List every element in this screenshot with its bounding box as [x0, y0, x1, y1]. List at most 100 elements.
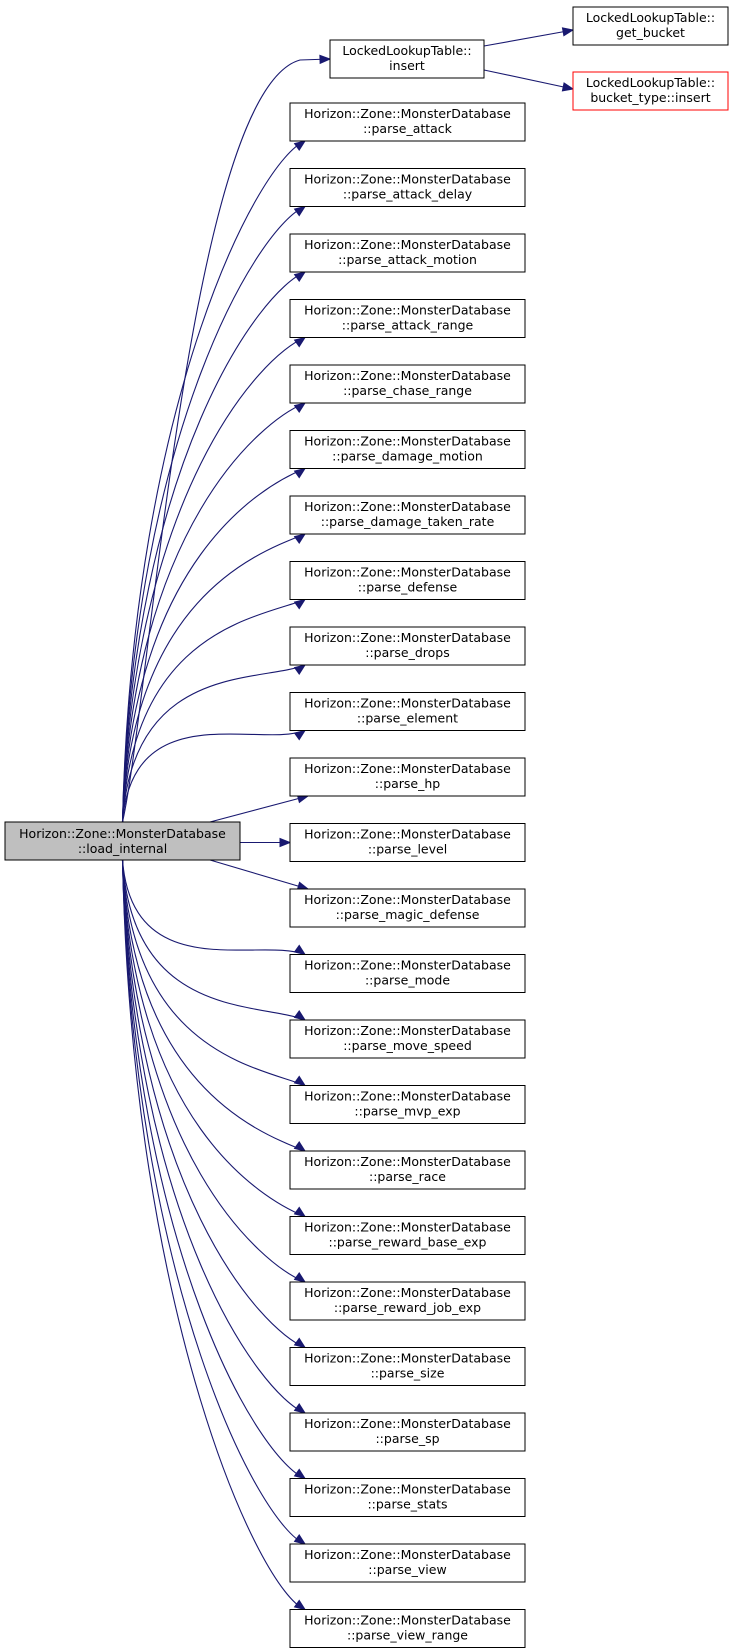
node-get-bucket-line1: LockedLookupTable:: — [586, 10, 715, 25]
node-parse-drops-line1: Horizon::Zone::MonsterDatabase — [304, 630, 511, 645]
node-parse-reward-job-exp-line2: ::parse_reward_job_exp — [334, 1300, 481, 1315]
node-parse-attack-line2: ::parse_attack — [363, 121, 453, 136]
edge-root-to-parse-magic-defense — [209, 859, 310, 891]
node-parse-attack-range-line1: Horizon::Zone::MonsterDatabase — [304, 303, 511, 318]
node-parse-reward-base-exp-line1: Horizon::Zone::MonsterDatabase — [304, 1220, 511, 1235]
edge-root-to-parse-attack-delay — [121, 205, 307, 823]
node-parse-attack-delay[interactable]: Horizon::Zone::MonsterDatabase::parse_at… — [289, 168, 526, 207]
node-parse-magic-defense[interactable]: Horizon::Zone::MonsterDatabase::parse_ma… — [289, 888, 526, 928]
edge-root-to-parse-stats — [121, 859, 307, 1480]
node-parse-attack-line1: Horizon::Zone::MonsterDatabase — [304, 106, 511, 121]
edge-root-to-insert — [121, 54, 332, 823]
edge-root-to-parse-damage-motion — [121, 467, 307, 823]
node-parse-mvp-exp-line2: ::parse_mvp_exp — [354, 1104, 460, 1119]
node-parse-attack-motion-line1: Horizon::Zone::MonsterDatabase — [304, 237, 511, 252]
node-parse-defense[interactable]: Horizon::Zone::MonsterDatabase::parse_de… — [289, 561, 526, 600]
node-parse-element[interactable]: Horizon::Zone::MonsterDatabase::parse_el… — [289, 692, 526, 731]
node-parse-reward-job-exp[interactable]: Horizon::Zone::MonsterDatabase::parse_re… — [289, 1281, 526, 1321]
edge-root-to-parse-chase-range — [121, 402, 307, 823]
edge-root-to-parse-attack-range — [121, 336, 307, 823]
node-parse-mode[interactable]: Horizon::Zone::MonsterDatabase::parse_mo… — [289, 954, 526, 993]
node-parse-size[interactable]: Horizon::Zone::MonsterDatabase::parse_si… — [289, 1347, 526, 1386]
node-parse-damage-taken-rate-line2: ::parse_damage_taken_rate — [321, 514, 495, 529]
edge-root-to-parse-attack — [121, 140, 307, 823]
node-parse-level[interactable]: Horizon::Zone::MonsterDatabase::parse_le… — [289, 823, 526, 862]
edge-root-to-parse-reward-job-exp — [121, 859, 307, 1283]
edge-root-to-parse-drops — [121, 664, 307, 823]
node-parse-magic-defense-line1: Horizon::Zone::MonsterDatabase — [304, 892, 511, 907]
node-parse-size-line2: ::parse_size — [371, 1366, 445, 1381]
node-parse-damage-motion-line1: Horizon::Zone::MonsterDatabase — [304, 434, 511, 449]
node-parse-attack[interactable]: Horizon::Zone::MonsterDatabase::parse_at… — [289, 102, 526, 142]
node-parse-stats-line2: ::parse_stats — [367, 1497, 447, 1512]
node-parse-chase-range[interactable]: Horizon::Zone::MonsterDatabase::parse_ch… — [289, 364, 526, 404]
node-parse-element-line2: ::parse_element — [357, 711, 458, 726]
node-parse-move-speed[interactable]: Horizon::Zone::MonsterDatabase::parse_mo… — [289, 1019, 526, 1059]
node-parse-reward-base-exp-line2: ::parse_reward_base_exp — [328, 1235, 486, 1250]
node-parse-view-line1: Horizon::Zone::MonsterDatabase — [304, 1547, 511, 1562]
edge-root-to-parse-hp — [209, 794, 310, 823]
edge-root-to-parse-attack-motion — [121, 271, 307, 823]
node-bucket-type-insert[interactable]: LockedLookupTable::bucket_type::insert — [572, 71, 729, 111]
node-parse-sp-line2: ::parse_sp — [375, 1431, 439, 1446]
node-parse-stats[interactable]: Horizon::Zone::MonsterDatabase::parse_st… — [289, 1478, 526, 1517]
node-parse-chase-range-line1: Horizon::Zone::MonsterDatabase — [304, 368, 511, 383]
edge-root-to-parse-element — [121, 729, 307, 823]
edge-root-to-parse-reward-base-exp — [121, 859, 307, 1218]
node-parse-attack-delay-line1: Horizon::Zone::MonsterDatabase — [304, 172, 511, 187]
node-parse-attack-range-line2: ::parse_attack_range — [342, 318, 474, 333]
node-parse-element-line1: Horizon::Zone::MonsterDatabase — [304, 696, 511, 711]
node-parse-magic-defense-line2: ::parse_magic_defense — [336, 907, 480, 922]
node-parse-view-line2: ::parse_view — [368, 1562, 446, 1577]
node-parse-attack-range[interactable]: Horizon::Zone::MonsterDatabase::parse_at… — [289, 299, 526, 338]
node-parse-reward-job-exp-line1: Horizon::Zone::MonsterDatabase — [304, 1285, 511, 1300]
node-parse-view-range-line2: ::parse_view_range — [347, 1628, 468, 1643]
edge-root-to-parse-damage-taken-rate — [121, 533, 307, 823]
node-parse-damage-motion-line2: ::parse_damage_motion — [332, 449, 483, 464]
root-node-line2: ::load_internal — [78, 841, 167, 856]
node-locked-lookup-table-insert[interactable]: LockedLookupTable:: insert — [329, 39, 485, 79]
node-parse-view-range-line1: Horizon::Zone::MonsterDatabase — [304, 1613, 511, 1628]
node-parse-damage-motion[interactable]: Horizon::Zone::MonsterDatabase::parse_da… — [289, 430, 526, 469]
node-parse-race-line1: Horizon::Zone::MonsterDatabase — [304, 1154, 511, 1169]
node-bucket-type-insert-line2: bucket_type::insert — [590, 90, 710, 105]
node-parse-move-speed-line1: Horizon::Zone::MonsterDatabase — [304, 1023, 511, 1038]
edge-root-to-parse-move-speed — [121, 859, 307, 1021]
node-parse-drops[interactable]: Horizon::Zone::MonsterDatabase::parse_dr… — [289, 626, 526, 666]
edge-root-to-parse-sp — [121, 859, 307, 1414]
edge-root-to-parse-view — [121, 859, 307, 1545]
node-parse-attack-motion[interactable]: Horizon::Zone::MonsterDatabase::parse_at… — [289, 233, 526, 273]
edge-root-to-parse-view-range — [121, 859, 307, 1611]
call-nodes: Horizon::Zone::MonsterDatabase ::load_in… — [4, 6, 729, 1648]
node-parse-view[interactable]: Horizon::Zone::MonsterDatabase::parse_vi… — [289, 1543, 526, 1583]
node-parse-move-speed-line2: ::parse_move_speed — [343, 1038, 472, 1053]
node-parse-damage-taken-rate[interactable]: Horizon::Zone::MonsterDatabase::parse_da… — [289, 495, 526, 535]
node-parse-reward-base-exp[interactable]: Horizon::Zone::MonsterDatabase::parse_re… — [289, 1216, 526, 1255]
node-get-bucket[interactable]: LockedLookupTable::get_bucket — [572, 6, 729, 46]
node-parse-level-line1: Horizon::Zone::MonsterDatabase — [304, 827, 511, 842]
node-parse-race-line2: ::parse_race — [369, 1169, 446, 1184]
node-parse-level-line2: ::parse_level — [368, 842, 447, 857]
edge-root-to-parse-race — [121, 859, 307, 1152]
root-node-load-internal[interactable]: Horizon::Zone::MonsterDatabase ::load_in… — [4, 821, 241, 861]
node-parse-mvp-exp[interactable]: Horizon::Zone::MonsterDatabase::parse_mv… — [289, 1085, 526, 1124]
node-parse-mode-line2: ::parse_mode — [365, 973, 450, 988]
node-parse-sp-line1: Horizon::Zone::MonsterDatabase — [304, 1416, 511, 1431]
edge-insert-to-get-bucket — [483, 27, 575, 47]
node-parse-sp[interactable]: Horizon::Zone::MonsterDatabase::parse_sp — [289, 1412, 526, 1452]
node-parse-chase-range-line2: ::parse_chase_range — [343, 383, 472, 398]
edge-root-to-parse-size — [121, 859, 307, 1349]
node-parse-mode-line1: Horizon::Zone::MonsterDatabase — [304, 958, 511, 973]
node-parse-hp[interactable]: Horizon::Zone::MonsterDatabase::parse_hp — [289, 757, 526, 797]
node-parse-race[interactable]: Horizon::Zone::MonsterDatabase::parse_ra… — [289, 1150, 526, 1190]
node-parse-hp-line1: Horizon::Zone::MonsterDatabase — [304, 761, 511, 776]
node-parse-drops-line2: ::parse_drops — [365, 645, 450, 660]
node-parse-size-line1: Horizon::Zone::MonsterDatabase — [304, 1351, 511, 1366]
node-parse-view-range[interactable]: Horizon::Zone::MonsterDatabase::parse_vi… — [289, 1609, 526, 1648]
node-parse-damage-taken-rate-line1: Horizon::Zone::MonsterDatabase — [304, 499, 511, 514]
node-parse-hp-line2: ::parse_hp — [375, 776, 441, 791]
root-node-line1: Horizon::Zone::MonsterDatabase — [19, 826, 226, 841]
node-parse-defense-line2: ::parse_defense — [358, 580, 458, 595]
node-bucket-type-insert-line1: LockedLookupTable:: — [586, 75, 715, 90]
